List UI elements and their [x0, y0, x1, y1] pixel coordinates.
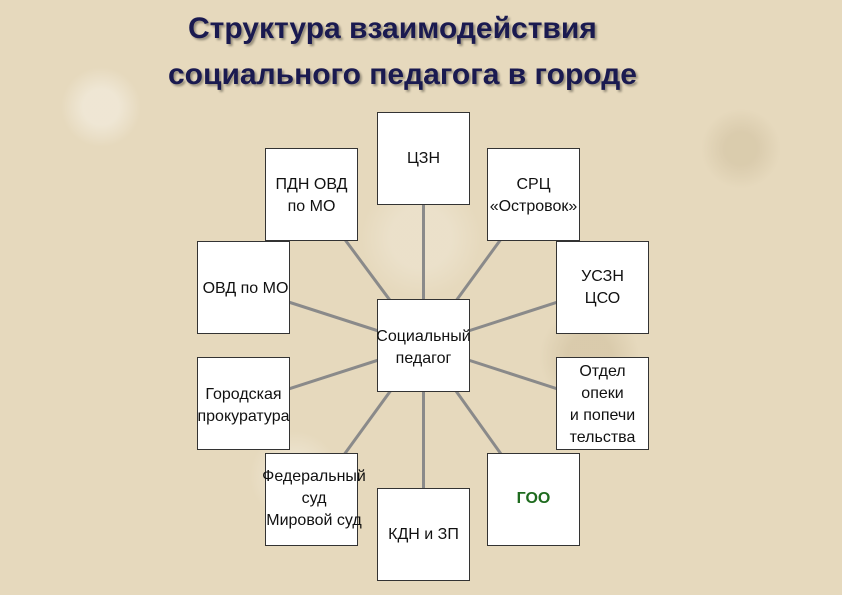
goo-node-box: [487, 453, 580, 546]
center-node-box: [377, 299, 470, 392]
kdn-node-label: КДН и ЗП: [377, 524, 470, 546]
sud-label-line: Федеральный: [262, 468, 366, 485]
prok-node-box: [197, 357, 290, 450]
src-node-label: СРЦ «Островок»: [472, 174, 595, 218]
uszn-label-line: ЦСО: [584, 290, 621, 307]
goo-node-label: ГОО: [487, 488, 580, 510]
prok-node-label: Городская прокуратура: [182, 384, 305, 428]
center-node-label: Социальный педагог: [362, 326, 485, 370]
uszn-label-line: УСЗН: [581, 268, 624, 285]
sud-node-box: [265, 453, 358, 546]
uszn-node-label: УСЗН ЦСО: [556, 266, 649, 310]
ovd-label-line: ОВД по МО: [202, 280, 289, 297]
prok-label-line: Городская: [205, 386, 282, 403]
opeka-label-line: опеки: [581, 385, 624, 402]
czn-node-box: [377, 112, 470, 205]
sud-label-line: суд: [301, 490, 327, 507]
czn-node-label: ЦЗН: [377, 148, 470, 170]
page-subtitle: социального педагога в городе: [168, 58, 637, 91]
pdn-node-label: ПДН ОВД по МО: [250, 174, 373, 218]
src-node-box: [487, 148, 580, 241]
sud-label-line: Мировой суд: [266, 512, 362, 529]
ovd-node-label: ОВД по МО: [188, 278, 303, 300]
opeka-node-label: Отдел опеки и попечи тельства: [556, 361, 649, 449]
pdn-node-box: [265, 148, 358, 241]
kdn-label-line: КДН и ЗП: [388, 526, 459, 543]
ovd-node-box: [197, 241, 290, 334]
kdn-node-box: [377, 488, 470, 581]
opeka-label-line: Отдел: [579, 363, 626, 380]
uszn-node-box: [556, 241, 649, 334]
goo-label-line: ГОО: [516, 490, 551, 507]
opeka-label-line: и попечи: [569, 407, 636, 424]
pdn-label-line: по МО: [287, 198, 336, 215]
src-label-line: СРЦ: [516, 176, 551, 193]
src-label-line: «Островок»: [489, 198, 578, 215]
center-label-line: педагог: [395, 350, 452, 367]
prok-label-line: прокуратура: [197, 408, 290, 425]
center-label-line: Социальный: [376, 328, 471, 345]
pdn-label-line: ПДН ОВД: [275, 176, 348, 193]
page-title: Структура взаимодействия: [188, 12, 597, 45]
czn-label-line: ЦЗН: [406, 150, 441, 167]
opeka-node-box: [556, 357, 649, 450]
sud-node-label: Федеральный суд Мировой суд: [244, 466, 384, 532]
opeka-label-line: тельства: [569, 429, 636, 446]
